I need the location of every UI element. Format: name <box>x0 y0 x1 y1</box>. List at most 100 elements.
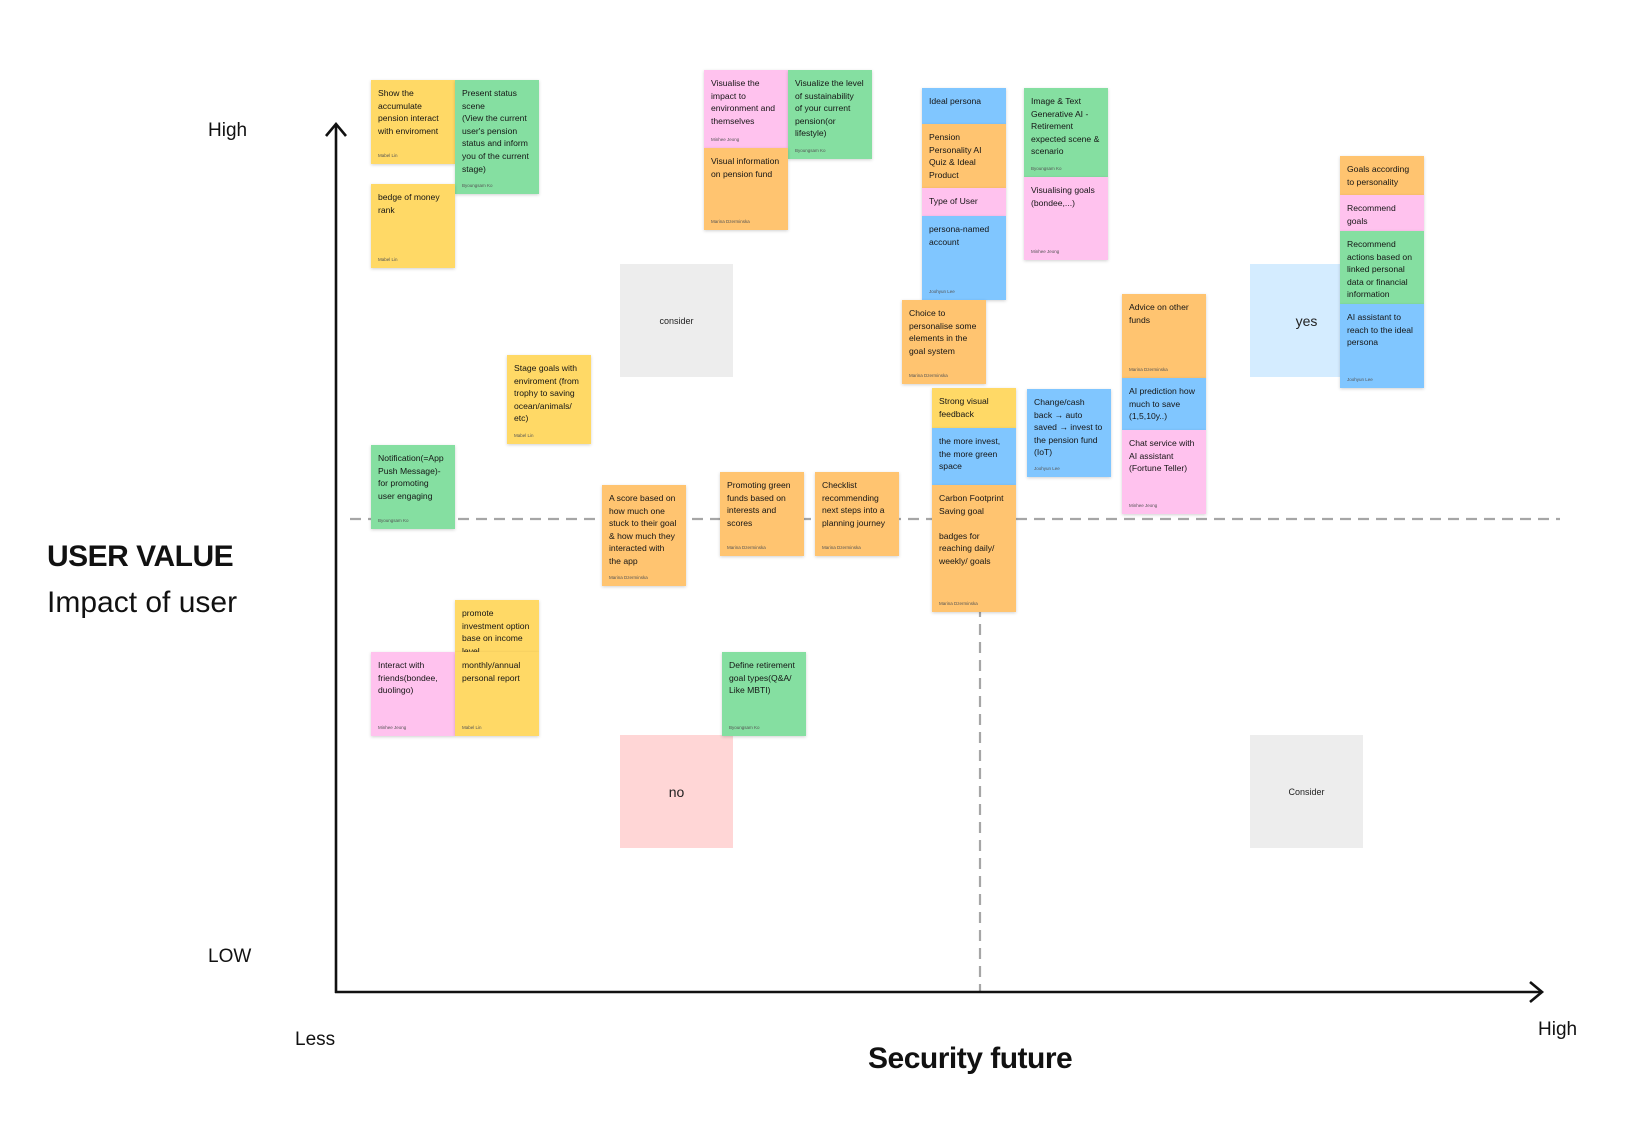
sticky-note[interactable]: Strong visual feedback <box>932 388 1016 428</box>
note-author: Marina Dzerminska <box>939 601 978 606</box>
sticky-note[interactable]: Type of User <box>922 188 1006 216</box>
note-author: Byoungsam Ko <box>729 725 760 730</box>
note-author: Marina Dzerminska <box>727 545 766 550</box>
note-text: the more invest, the more green space <box>939 436 1001 472</box>
area-label: yes <box>1295 312 1318 329</box>
note-text: Image & Text Generative AI - Retirement … <box>1031 96 1100 157</box>
sticky-note[interactable]: Carbon Footprint Saving goal badges for … <box>932 485 1016 612</box>
note-author: Minhee Jeong <box>711 137 740 142</box>
note-text: Visualise the impact to environment and … <box>711 78 776 126</box>
note-text: Chat service with AI assistant (Fortune … <box>1129 438 1195 474</box>
sticky-note[interactable]: Interact with friends(bondee, duolingo) M… <box>371 652 455 736</box>
sticky-note[interactable]: Visualise the impact to environment and … <box>704 70 788 148</box>
sticky-note[interactable]: Define retirement goal types(Q&A/ Like M… <box>722 652 806 736</box>
sticky-note[interactable]: Present status scene (View the current u… <box>455 80 539 194</box>
sticky-note[interactable]: Chat service with AI assistant (Fortune … <box>1122 430 1206 514</box>
sticky-note[interactable]: promote investment option base on income… <box>455 600 539 652</box>
note-text: Strong visual feedback <box>939 396 989 419</box>
note-author: Minhee Jeong <box>378 725 407 730</box>
note-text: Interact with friends(bondee, duolingo) <box>378 660 438 696</box>
y-axis-title: USER VALUE <box>47 540 234 573</box>
note-text: bedge of money rank <box>378 192 440 215</box>
y-axis-high-label: High <box>208 120 248 141</box>
sticky-note[interactable]: Notification(=App Push Message)- for pro… <box>371 445 455 529</box>
sticky-note[interactable]: Promoting green funds based on interests… <box>720 472 804 556</box>
note-text: Goals according to personality <box>1347 164 1410 187</box>
note-author: Joohyun Lee <box>1034 466 1060 471</box>
note-text: Type of User <box>929 196 978 206</box>
area-no[interactable]: no <box>620 735 733 848</box>
sticky-note[interactable]: AI prediction how much to save (1,5,10y.… <box>1122 378 1206 430</box>
sticky-note[interactable]: Recommend actions based on linked person… <box>1340 231 1424 304</box>
note-text: Recommend actions based on linked person… <box>1347 239 1412 300</box>
sticky-note[interactable]: AI assistant to reach to the ideal perso… <box>1340 304 1424 388</box>
note-author: Byoungsam Ko <box>795 148 826 153</box>
note-text: Ideal persona <box>929 96 982 106</box>
note-text: AI prediction how much to save (1,5,10y.… <box>1129 386 1195 422</box>
area-consider-bottom[interactable]: Consider <box>1250 735 1363 848</box>
note-author: Mabel Lin <box>378 153 398 158</box>
sticky-note[interactable]: Choice to personalise some elements in t… <box>902 300 986 384</box>
note-text: Choice to personalise some elements in t… <box>909 308 977 356</box>
sticky-note[interactable]: the more invest, the more green space <box>932 428 1016 485</box>
note-text: Show the accumulate pension interact wit… <box>378 88 439 136</box>
note-text: Visualize the level of sustainability of… <box>795 78 864 139</box>
note-text: Promoting green funds based on interests… <box>727 480 791 528</box>
note-text: Advice on other funds <box>1129 302 1189 325</box>
note-author: Minhee Jeong <box>1129 503 1158 508</box>
sticky-note[interactable]: Ideal persona <box>922 88 1006 124</box>
note-author: Marina Dzerminska <box>1129 367 1168 372</box>
note-text: Carbon Footprint Saving goal badges for … <box>939 493 1004 566</box>
note-author: Byoungsam Ko <box>1031 166 1062 171</box>
x-axis-title: Security future <box>868 1042 1073 1075</box>
y-axis-arrow <box>325 121 347 137</box>
sticky-note[interactable]: A score based on how much one stuck to t… <box>602 485 686 586</box>
area-consider-top[interactable]: consider <box>620 264 733 377</box>
sticky-note[interactable]: Show the accumulate pension interact wit… <box>371 80 455 164</box>
sticky-note[interactable]: Visualising goals (bondee,...) Minhee Jeo… <box>1024 177 1108 260</box>
note-author: Marina Dzerminska <box>609 575 648 580</box>
note-text: AI assistant to reach to the ideal perso… <box>1347 312 1413 348</box>
sticky-note[interactable]: Stage goals with enviroment (from trophy… <box>507 355 591 444</box>
note-author: Byoungsam Ko <box>462 183 493 188</box>
note-text: Checklist recommending next steps into a… <box>822 480 886 528</box>
note-author: Minhee Jeong <box>1031 249 1060 254</box>
sticky-note[interactable]: Pension Personality AI Quiz & Ideal Prod… <box>922 124 1006 188</box>
x-axis-high-label: High <box>1538 1019 1578 1040</box>
note-author: Marina Dzerminska <box>909 373 948 378</box>
note-text: Visual information on pension fund <box>711 156 780 179</box>
note-text: Present status scene (View the current u… <box>462 88 529 174</box>
area-label: no <box>668 783 685 800</box>
sticky-note[interactable]: Image & Text Generative AI - Retirement … <box>1024 88 1108 177</box>
note-text: Notification(=App Push Message)- for pro… <box>378 453 444 501</box>
sticky-note[interactable]: Checklist recommending next steps into a… <box>815 472 899 556</box>
note-text: A score based on how much one stuck to t… <box>609 493 677 566</box>
note-author: Marina Dzerminska <box>822 545 861 550</box>
note-author: Mabel Lin <box>462 725 482 730</box>
note-author: Mabel Lin <box>514 433 534 438</box>
note-text: Define retirement goal types(Q&A/ Like M… <box>729 660 795 696</box>
note-text: Stage goals with enviroment (from trophy… <box>514 363 579 424</box>
note-text: Visualising goals (bondee,...) <box>1031 185 1095 208</box>
x-axis-less-label: Less <box>295 1029 336 1050</box>
note-text: Change/cash back → auto saved → invest t… <box>1034 397 1103 458</box>
note-author: Mabel Lin <box>378 257 398 262</box>
y-axis-subtitle: Impact of user <box>47 586 238 619</box>
sticky-note[interactable]: Change/cash back → auto saved → invest t… <box>1027 389 1111 477</box>
note-text: monthly/annual personal report <box>462 660 521 683</box>
note-author: Joohyun Lee <box>1347 377 1373 382</box>
sticky-note[interactable]: Recommend goals <box>1340 195 1424 231</box>
note-author: Byoungsam Ko <box>378 518 409 523</box>
sticky-note[interactable]: Visualize the level of sustainability of… <box>788 70 872 159</box>
note-text: Pension Personality AI Quiz & Ideal Prod… <box>929 132 982 180</box>
area-label: consider <box>659 315 694 326</box>
note-text: Recommend goals <box>1347 203 1396 226</box>
sticky-note[interactable]: Goals according to personality <box>1340 156 1424 195</box>
